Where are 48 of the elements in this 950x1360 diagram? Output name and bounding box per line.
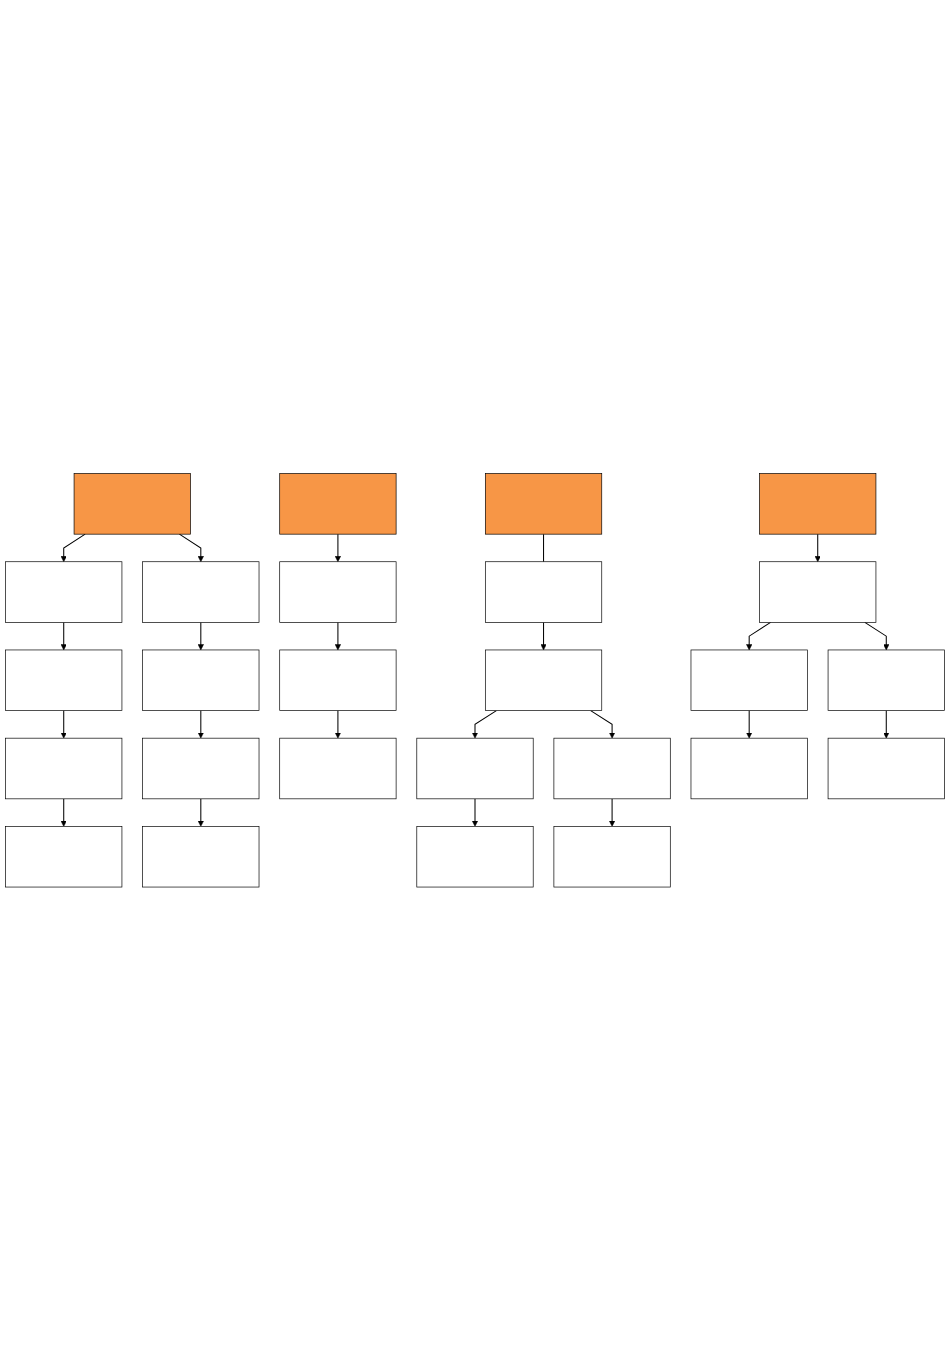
arrow [471, 709, 497, 739]
node-box [416, 825, 534, 888]
arrow [60, 709, 67, 739]
arrow [60, 533, 86, 562]
node-box [5, 737, 123, 799]
node-box [142, 825, 260, 888]
arrow [883, 709, 890, 739]
node-box [279, 737, 397, 799]
node-box [73, 472, 191, 535]
node-box [485, 649, 603, 711]
node-box [279, 561, 397, 623]
node-box [279, 649, 397, 711]
node-box [690, 649, 808, 711]
node-box [5, 649, 123, 711]
node-box [827, 649, 945, 711]
node-box [553, 737, 671, 799]
node-box [279, 472, 397, 535]
node-box [142, 737, 260, 799]
node-box [759, 472, 877, 535]
node-box [485, 472, 603, 535]
arrow [590, 709, 616, 739]
arrow [60, 621, 67, 650]
arrow [197, 798, 204, 827]
arrow [814, 533, 821, 562]
node-box [827, 737, 945, 799]
node-box [142, 561, 260, 623]
node-box [759, 561, 877, 623]
arrow [746, 709, 753, 739]
node-box [416, 737, 534, 799]
arrow [609, 798, 616, 827]
arrow [471, 798, 479, 827]
arrow [334, 533, 341, 562]
node-box [5, 825, 123, 888]
arrow [334, 709, 341, 739]
arrow [197, 621, 204, 650]
node-box [142, 649, 260, 711]
arrow [746, 621, 772, 650]
arrow [197, 709, 204, 739]
arrow [60, 798, 67, 827]
arrow [334, 621, 341, 650]
arrow [178, 533, 204, 562]
node-box [690, 737, 808, 799]
node-box [553, 825, 671, 888]
arrow [864, 621, 890, 650]
node-box [485, 561, 603, 623]
arrow [540, 621, 547, 650]
connector [543, 533, 545, 562]
node-box [5, 561, 123, 623]
